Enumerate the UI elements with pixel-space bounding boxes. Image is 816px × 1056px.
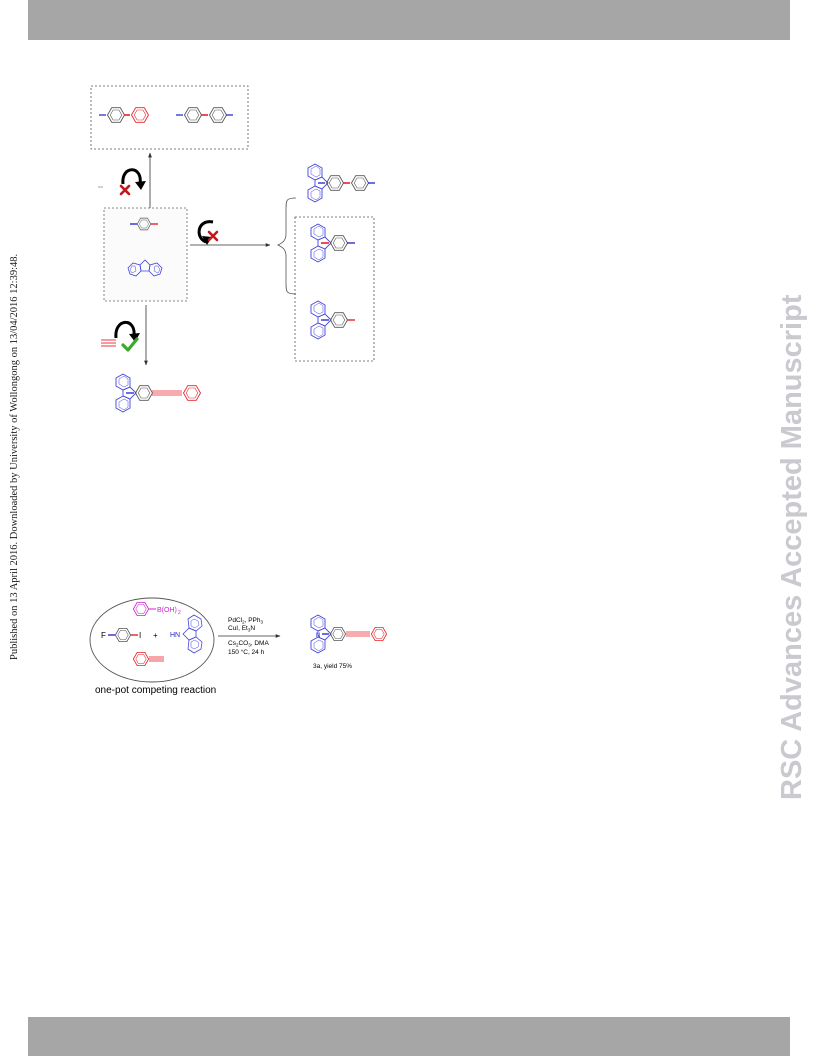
carbazolyl-biphenyl-product-blue — [310, 300, 355, 340]
header-bar — [28, 0, 790, 40]
curved-arrow-icon — [121, 168, 146, 190]
phenylacetylene — [132, 651, 164, 667]
one-pot-caption: one-pot competing reaction — [95, 685, 216, 696]
product-n-label: N — [316, 633, 320, 639]
cross-coupling-products-box — [294, 216, 375, 362]
homocoupling-products-box — [90, 85, 249, 150]
carbazolyl-diphenylacetylene-product — [115, 373, 201, 413]
fluorophenyl-reactant — [130, 217, 158, 231]
check-icon — [121, 337, 139, 352]
svg-text:150 °C, 24 h: 150 °C, 24 h — [228, 648, 265, 656]
fluoro-label: F — [101, 631, 106, 640]
plus-sign: + — [153, 631, 158, 640]
svg-text:CuI, Et3N: CuI, Et3N — [228, 625, 255, 633]
carbazole-reactant — [127, 259, 163, 277]
one-pot-ellipse — [89, 597, 215, 683]
svg-text:PdCl2, PPh3: PdCl2, PPh3 — [228, 617, 264, 625]
svg-text:2: 2 — [178, 610, 181, 616]
biphenyl-product — [99, 107, 149, 123]
reactants-box — [103, 207, 188, 302]
reaction-conditions: PdCl2, PPh3 CuI, Et3N Cs2CO3, DMA 150 °C… — [228, 617, 269, 656]
cross-icon — [119, 184, 131, 196]
carbazole-nh: HN — [170, 614, 203, 654]
footer-bar — [28, 1017, 790, 1056]
nh-label: HN — [170, 632, 180, 639]
cross-icon — [207, 230, 219, 242]
curved-arrow-icon — [114, 320, 140, 342]
iodo-label: I — [139, 631, 141, 640]
product-brace — [277, 197, 297, 295]
carbazolyl-biphenyl-product-red — [310, 223, 355, 263]
carbazolyl-terphenyl-product — [307, 163, 375, 203]
svg-text:Cs2CO3, DMA: Cs2CO3, DMA — [228, 640, 269, 648]
phenylacetylene-reagent — [101, 339, 116, 347]
product-caption: 3a, yield 75% — [313, 663, 352, 670]
boronic-label: B(OH) — [157, 607, 177, 614]
fluoroiodobenzene: F I — [101, 627, 141, 643]
phenylboronic-acid: B(OH) 2 — [132, 601, 181, 617]
quaterphenyl-product — [176, 107, 233, 123]
product-3a: N — [310, 614, 388, 654]
